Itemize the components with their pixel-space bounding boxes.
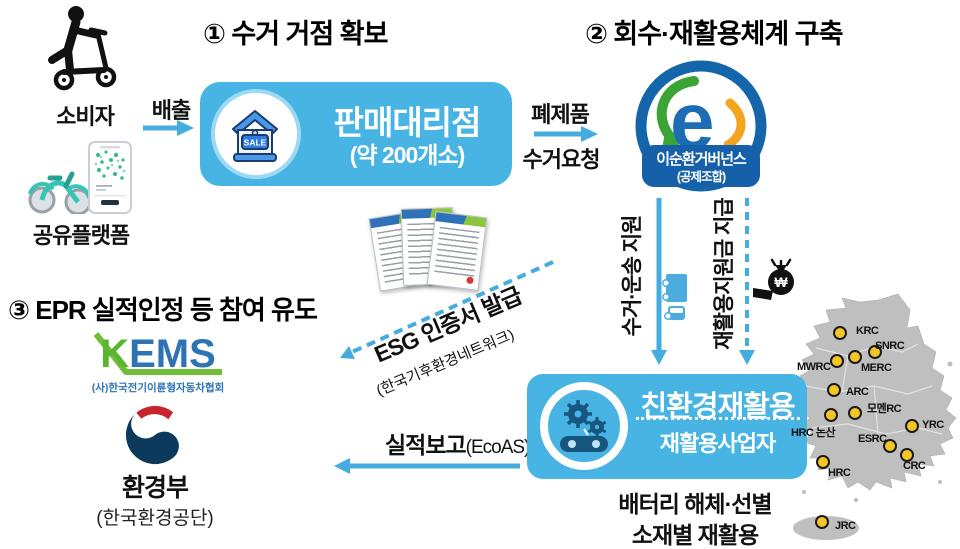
recycling-subsidy-label: 재활용지원금 지급 [713,198,736,350]
title-step3: ③ EPR 실적인정 등 참여 유도 [8,295,318,325]
sales-agency-subtitle: (약 200개소) [349,142,466,168]
title-step1: ① 수거 거점 확보 [203,19,388,49]
won-symbol: ₩ [774,274,788,290]
performance-report-label: 실적보고(EcoAS) [385,426,531,460]
consumer-scooter-icon [48,6,117,91]
performance-report-suffix: (EcoAS) [465,437,531,458]
sales-agency-circle: SALE [211,89,301,179]
phone-map-screen [94,146,126,205]
recycler-circle [540,382,628,470]
platform-phone [88,141,132,214]
waste-product-label: 폐제품 [531,102,590,127]
e-circulation-governance-logo: e [635,60,767,192]
consumer-label: 소비자 [56,104,115,129]
governance-subname: (공제조합) [676,170,726,184]
moe-name: 환경부 [121,474,189,502]
certificates-image [368,207,488,298]
money-hand-icon: ₩ [753,258,794,300]
certificate-seal [466,276,474,285]
governance-name: 이순환거버넌스 [656,151,747,168]
sale-sign-text: SALE [244,138,267,148]
platform-label: 공유플랫폼 [32,223,130,248]
title-step2: ② 회수·재활용체계 구축 [585,19,843,49]
certificate-front [426,211,488,291]
korea-mainland-shape [797,293,957,491]
collection-request-label: 수거요청 [522,147,601,172]
collection-transport-support-label: 수거·운송 지원 [621,215,644,337]
kems-letters-ems: EMS [129,332,216,376]
kems-swoosh [93,332,222,375]
recycler-separator [636,417,800,420]
discharge-label: 배출 [151,98,191,123]
moe-taegeuk-logo [125,405,185,465]
recycler-subtitle: 재활용사업자 [659,431,776,456]
korea-map [792,293,957,540]
kems-logo: KEMS [90,332,226,380]
performance-report-text: 실적보고 [385,432,467,458]
sales-agency-title: 판매대리점 [333,104,482,141]
recycling-machine-icon [560,400,608,452]
kems-subtitle: (사)한국전기이륜형자동차협회 [91,382,225,394]
moe-subtitle: (한국환경공단) [96,508,214,529]
recycler-note1: 배터리 해체·선별 [618,491,772,517]
recycler-note2: 소재별 재활용 [631,522,759,548]
truck-icon [662,274,687,320]
store-sale-icon: SALE [232,110,278,162]
kems-letter-k: K [100,332,130,376]
